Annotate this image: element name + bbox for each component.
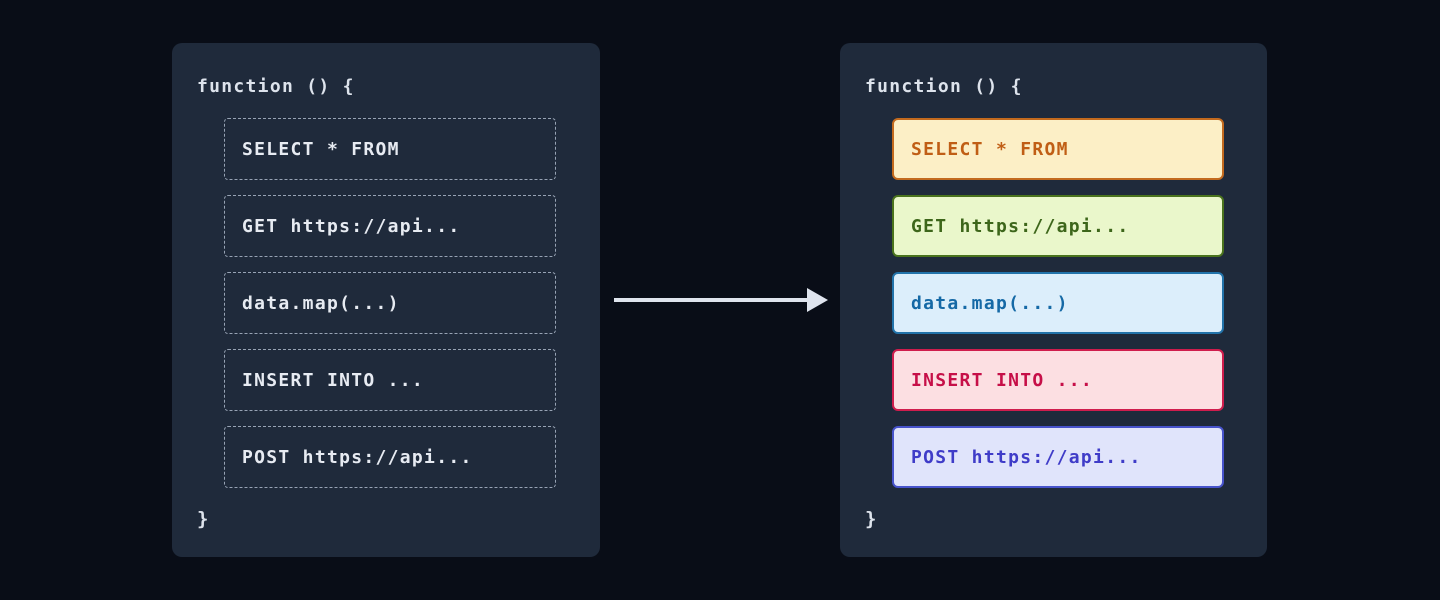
highlighted-snippet-list: SELECT * FROM GET https://api... data.map(… — [892, 118, 1224, 488]
function-open-line: function () { — [865, 76, 1023, 97]
highlighted-snippet-box-0: SELECT * FROM — [892, 118, 1224, 180]
code-snippet-box-0: SELECT * FROM — [224, 118, 556, 180]
code-snippet-box-2: data.map(...) — [224, 272, 556, 334]
code-snippet-box-1: GET https://api... — [224, 195, 556, 257]
highlighted-code-panel: function () { SELECT * FROM GET https://a… — [840, 43, 1267, 557]
highlighted-snippet-box-3: INSERT INTO ... — [892, 349, 1224, 411]
code-snippet-box-4: POST https://api... — [224, 426, 556, 488]
highlighted-snippet-box-1: GET https://api... — [892, 195, 1224, 257]
code-snippet-box-3: INSERT INTO ... — [224, 349, 556, 411]
function-close-line: } — [197, 508, 209, 530]
transform-arrow-icon — [614, 287, 829, 313]
function-open-line: function () { — [197, 76, 355, 97]
source-snippet-list: SELECT * FROM GET https://api... data.map(… — [224, 118, 556, 488]
source-code-panel: function () { SELECT * FROM GET https://a… — [172, 43, 600, 557]
function-close-line: } — [865, 508, 877, 530]
highlighted-snippet-box-2: data.map(...) — [892, 272, 1224, 334]
highlighted-snippet-box-4: POST https://api... — [892, 426, 1224, 488]
